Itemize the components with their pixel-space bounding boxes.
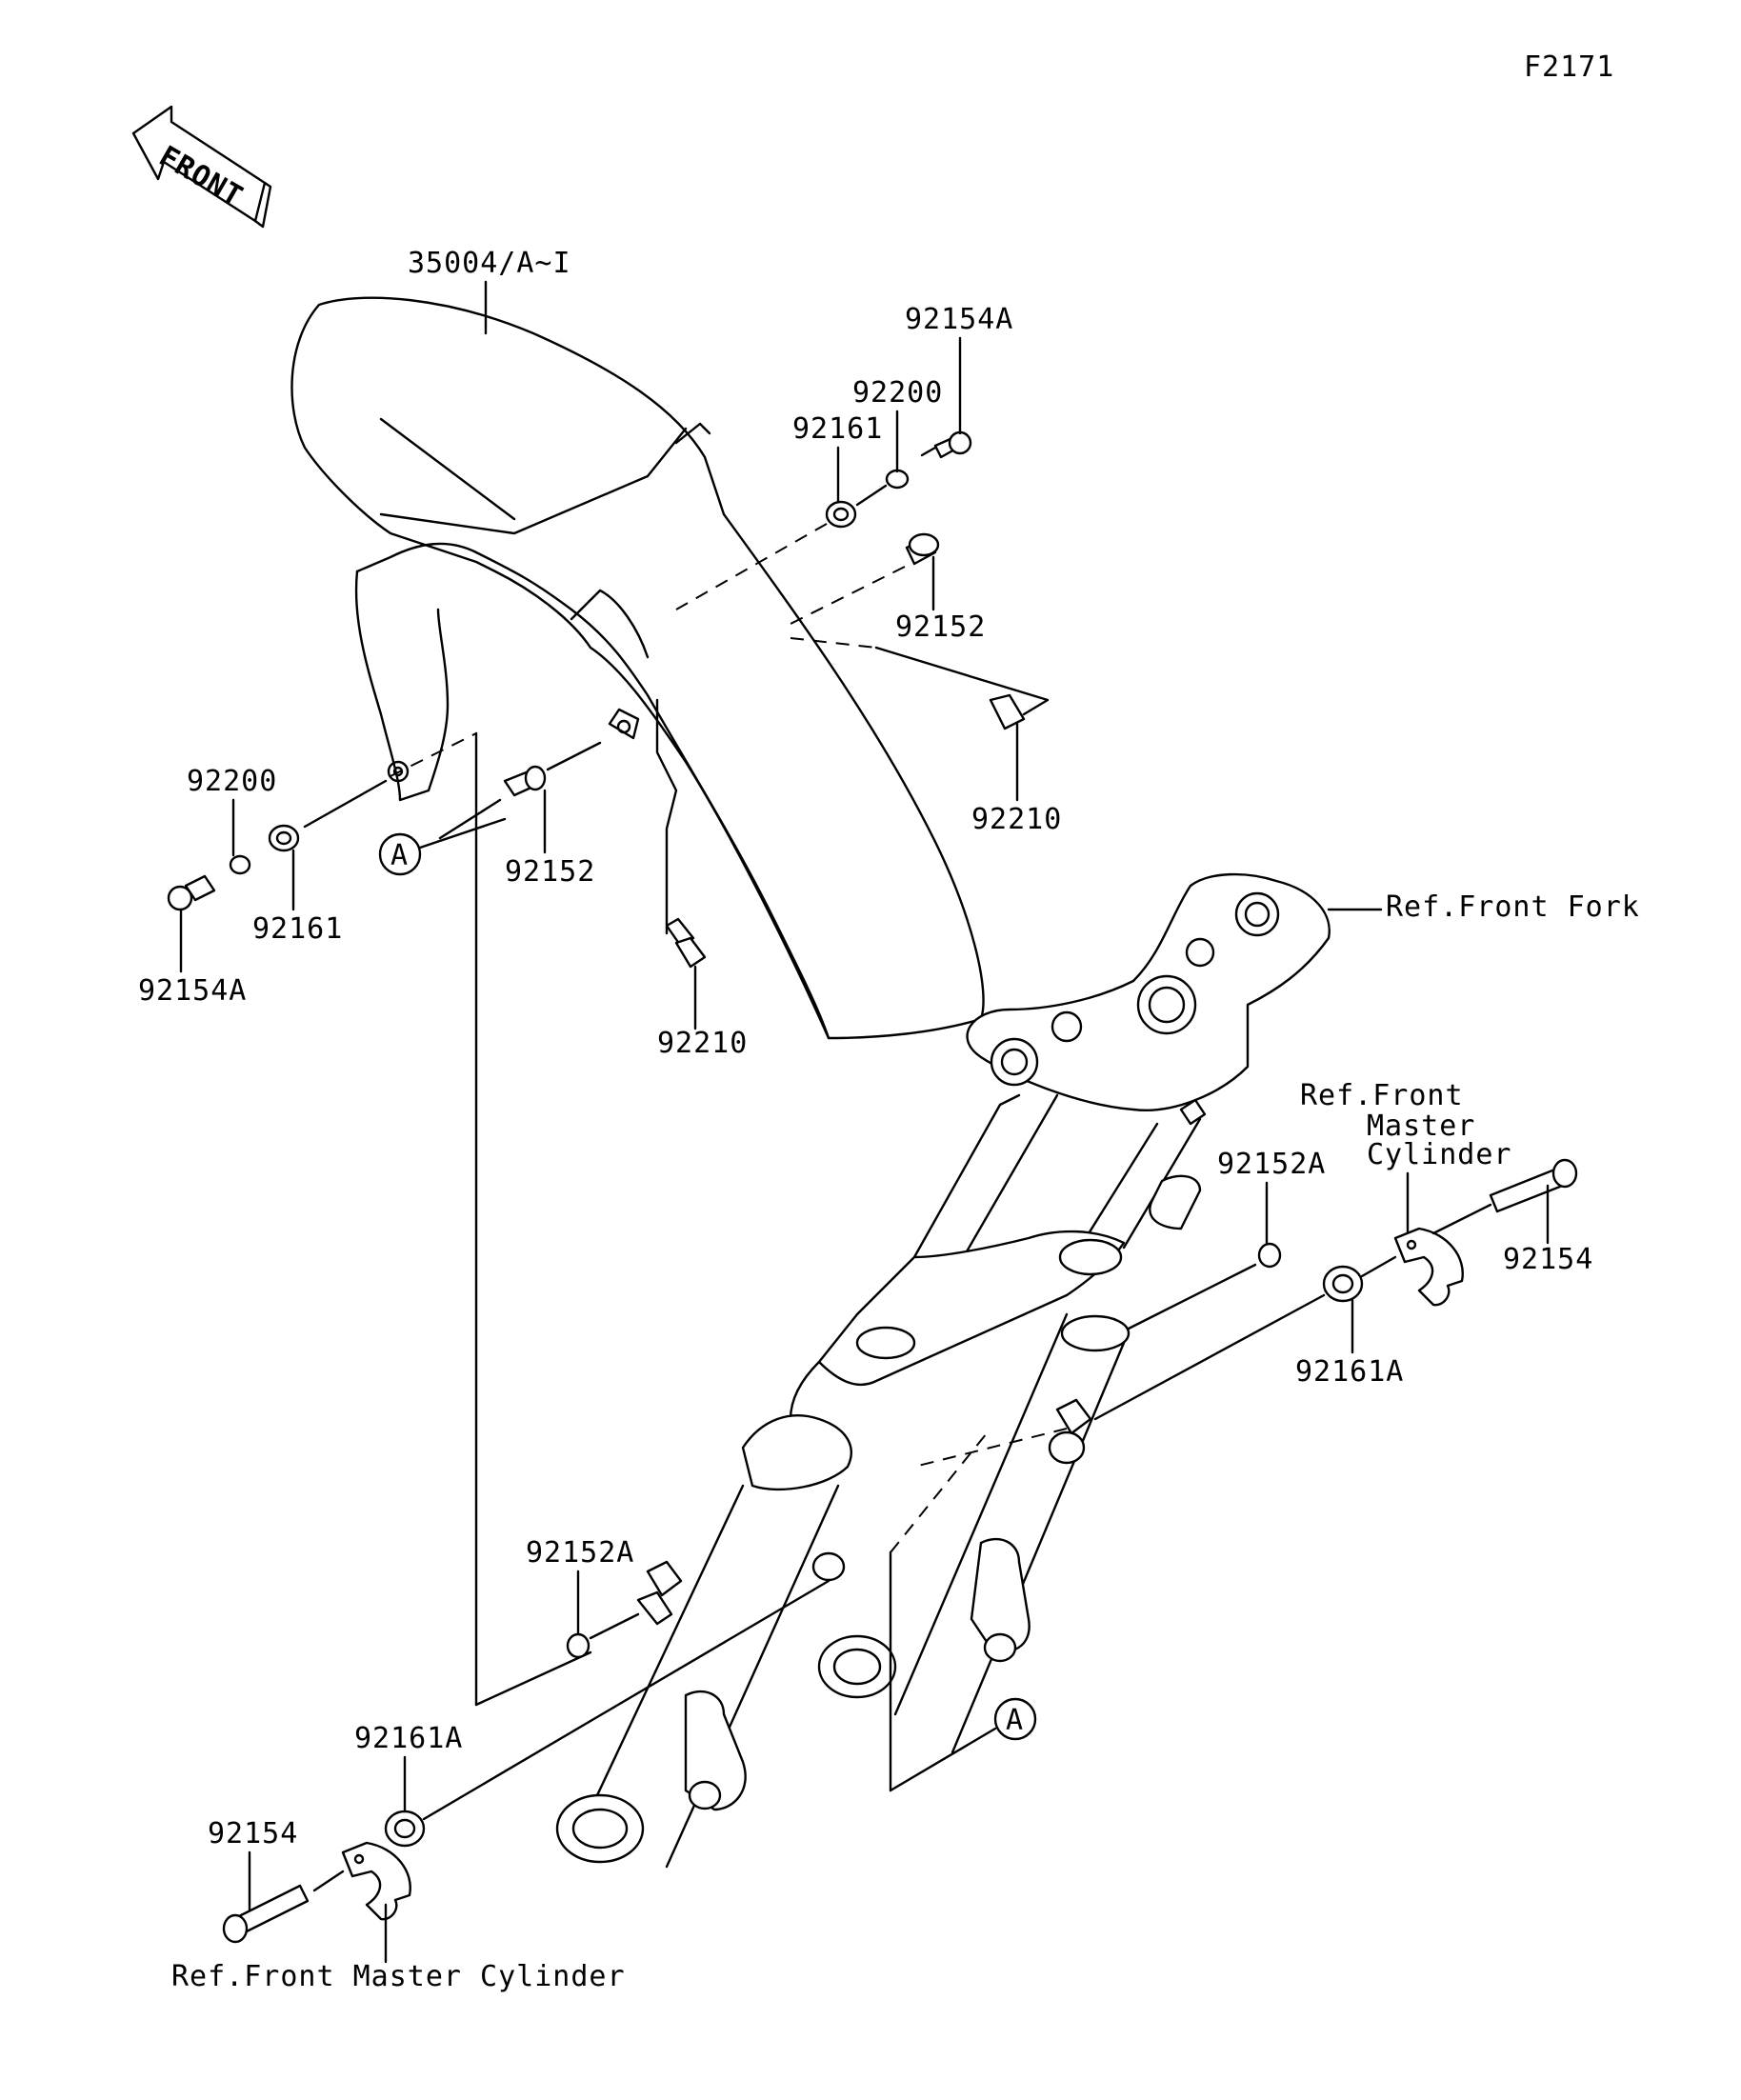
label-grommet-92161-top: 92161 [792, 412, 883, 446]
label-grommet-92161a-right: 92161A [1295, 1355, 1404, 1389]
collar-92152a-right-icon [1257, 1242, 1282, 1269]
master-cylinder-clamp-left-icon [341, 1841, 411, 1921]
callout-a-left: A [378, 817, 507, 876]
label-collar-92152a-right: 92152A [1217, 1148, 1326, 1181]
front-fork [555, 872, 1331, 1869]
label-grommet-92161-left: 92161 [252, 912, 343, 946]
grommet-92161-top-icon [825, 500, 857, 529]
label-collar-92152-top: 92152 [895, 610, 986, 644]
bolt-92154-left-icon [222, 1884, 310, 1944]
label-ref-master-cyl-right-3: Cylinder [1367, 1138, 1512, 1171]
nut-92210-bottom-icon [674, 936, 707, 969]
collar-92152-left-icon [503, 765, 547, 797]
label-grommet-92161a-left: 92161A [354, 1722, 463, 1755]
grommet-92161a-left-icon [384, 1810, 426, 1848]
label-collar-92152-left: 92152 [505, 855, 595, 889]
collar-92152a-left-icon [566, 1632, 590, 1659]
grommet-92161a-right-icon [1322, 1265, 1364, 1303]
bolt-92154-right-icon [1489, 1158, 1578, 1213]
callout-a-right: A [993, 1697, 1037, 1741]
master-cylinder-clamp-right-icon [1393, 1227, 1464, 1307]
figure-code: F2171 [1524, 50, 1614, 84]
grommet-92161-left-icon [268, 824, 300, 852]
label-ref-front-fork: Ref.Front Fork [1386, 890, 1640, 924]
label-bolt-92154-left: 92154 [208, 1817, 298, 1850]
label-ref-master-cyl-right-2: Master [1367, 1110, 1475, 1143]
label-washer-92200-left: 92200 [187, 765, 277, 798]
nut-92210-right-icon [989, 693, 1026, 730]
label-fender: 35004/A~I [408, 247, 571, 280]
label-collar-92152a-left: 92152A [526, 1536, 634, 1570]
label-bolt-92154a-left: 92154A [138, 974, 247, 1008]
bolt-92154a-left-icon [167, 874, 216, 911]
label-bolt-92154a-top: 92154A [905, 303, 1013, 336]
svg-text:A: A [1006, 1704, 1024, 1737]
label-bolt-92154-right: 92154 [1503, 1243, 1593, 1276]
washer-92200-top-icon [885, 469, 910, 490]
label-nut-92210-bottom: 92210 [657, 1027, 748, 1060]
bolt-92154a-top-icon [920, 430, 972, 459]
front-arrow-label: FRONT [153, 140, 249, 214]
collar-92152-top-icon [905, 532, 940, 566]
label-washer-92200-top: 92200 [852, 376, 943, 410]
label-ref-master-cyl-bottom: Ref.Front Master Cylinder [171, 1960, 626, 1993]
label-nut-92210-right: 92210 [971, 803, 1062, 836]
front-arrow-icon: FRONT [131, 105, 272, 229]
washer-92200-left-icon [229, 854, 251, 875]
front-fender [290, 296, 985, 1040]
label-ref-master-cyl-right-1: Ref.Front [1300, 1079, 1464, 1112]
svg-text:A: A [390, 839, 409, 872]
